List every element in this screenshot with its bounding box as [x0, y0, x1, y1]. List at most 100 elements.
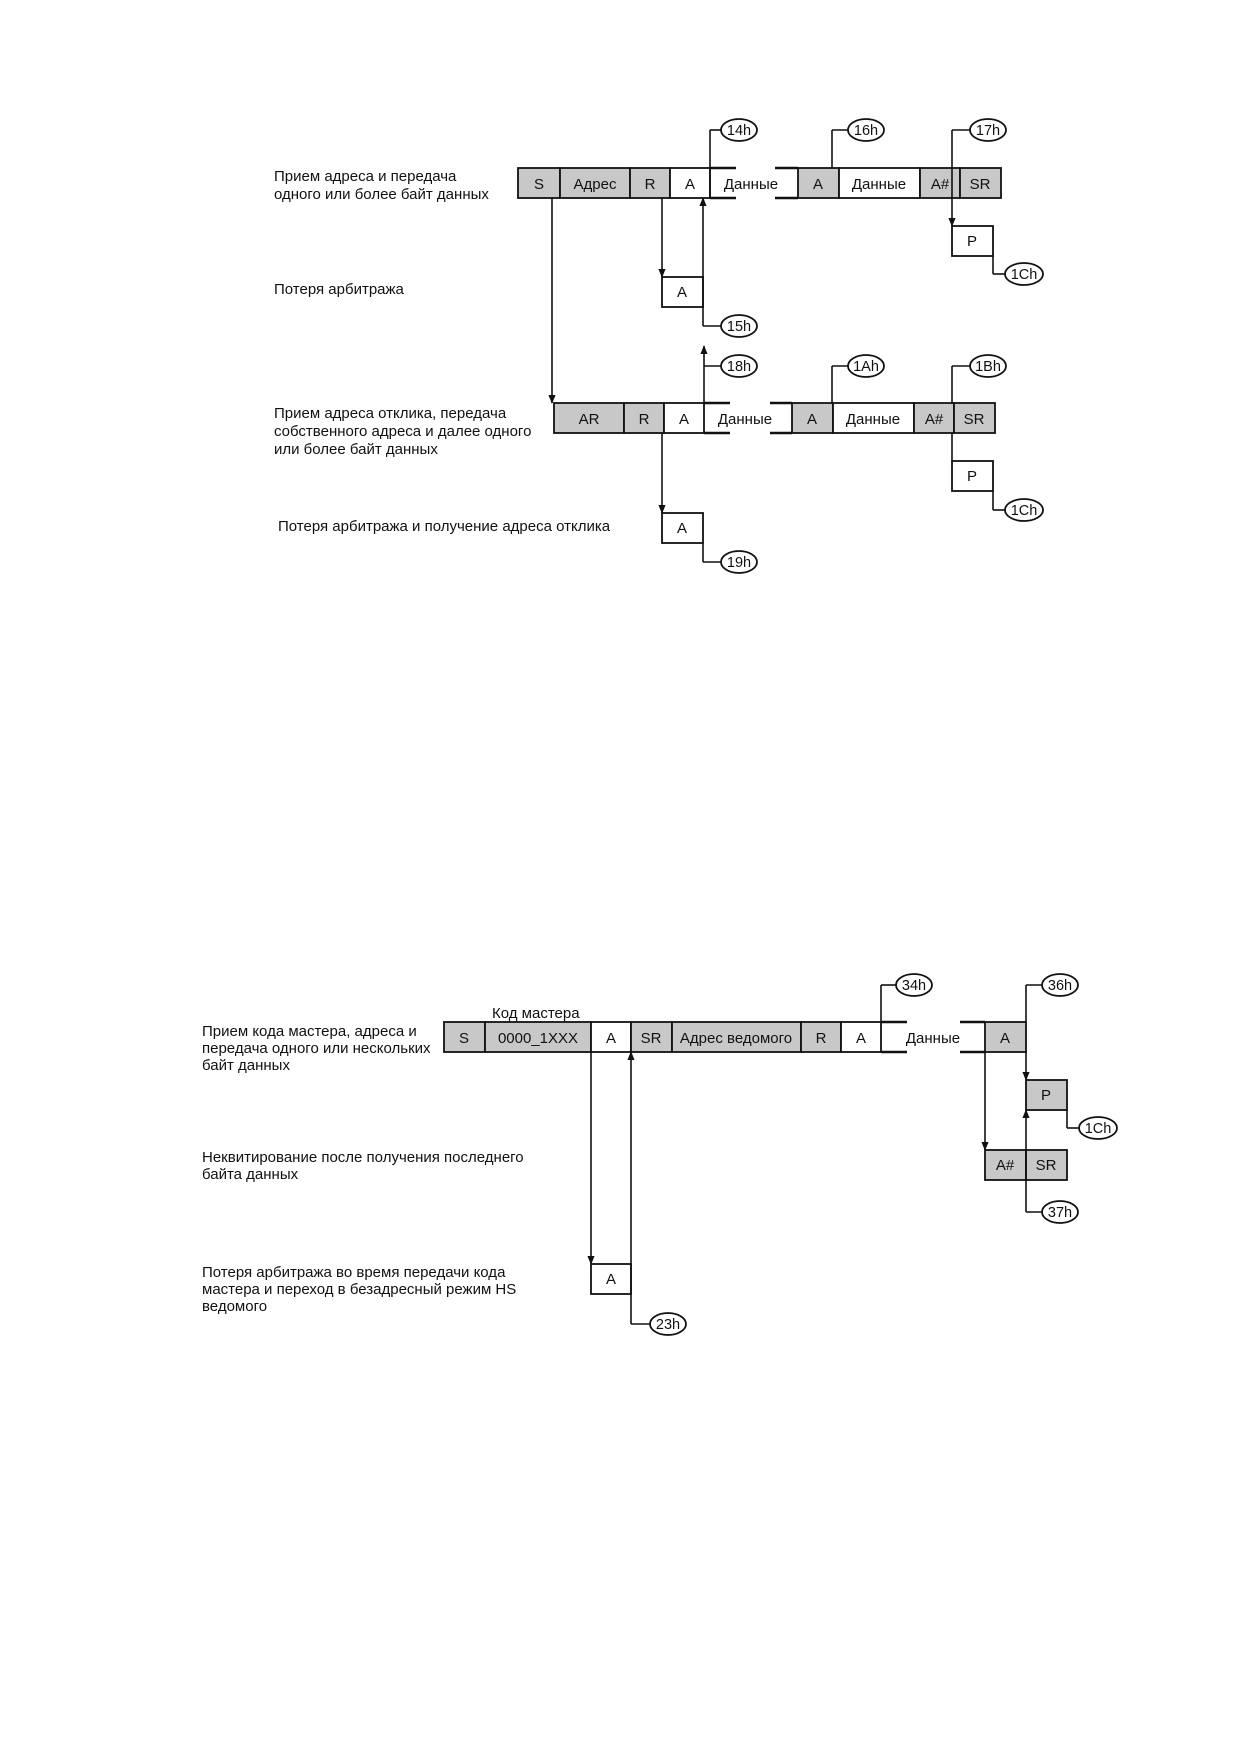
status2-code-34h: 34h [895, 973, 933, 997]
box-arb-loss-ack [661, 276, 704, 308]
status2-code-1ch: 1Ch [1078, 1116, 1118, 1140]
cell2-restart-text: SR [641, 1030, 662, 1047]
label2-arb-line-2: мастера и переход в безадресный режим HS [202, 1281, 516, 1298]
status-code-18h: 18h [720, 354, 758, 378]
status-code-1ch-a: 1Ch [1004, 262, 1044, 286]
cell-data-4 [832, 402, 915, 434]
box2-restart-text: SR [1036, 1157, 1057, 1174]
box-arb-loss-reply-ack-text: A [677, 520, 687, 537]
status2-code-37h: 37h [1041, 1200, 1079, 1224]
svg-text:36h: 36h [1048, 978, 1072, 994]
label2-arb-line-3: ведомого [202, 1298, 267, 1315]
cell2-data-text: Данные [906, 1030, 960, 1047]
box2-nack-text: A# [996, 1157, 1015, 1174]
cell-data-2 [838, 167, 921, 199]
label2-nack-line-2: байта данных [202, 1166, 299, 1183]
cell2-ack-2-text: A [856, 1030, 866, 1047]
cell-start [517, 167, 561, 199]
box-stop-2 [951, 460, 994, 492]
status-code-1ch-b: 1Ch [1004, 498, 1044, 522]
cell-address [559, 167, 631, 199]
label2-receive-line-3: байт данных [202, 1057, 290, 1074]
label2-arb-line-1: Потеря арбитража во время передачи кода [202, 1264, 506, 1281]
cell-restart-text: SR [970, 176, 991, 193]
cell-data-text: Данные [724, 176, 778, 193]
box2-stop-text: P [1041, 1087, 1051, 1104]
label-arb-loss: Потеря арбитража [274, 281, 405, 298]
svg-text:18h: 18h [727, 359, 751, 375]
box-stop-2-text: P [967, 468, 977, 485]
box-arb-loss-ack-text: A [677, 284, 687, 301]
cell2-restart [630, 1021, 673, 1053]
status-code-1bh: 1Bh [969, 354, 1007, 378]
cell-ack-3-text: A [679, 411, 689, 428]
cell2-slave-address [671, 1021, 802, 1053]
svg-text:17h: 17h [976, 123, 1000, 139]
cell-read-2-text: R [639, 411, 650, 428]
diagram-1: Прием адреса и передача одного или более… [274, 118, 1044, 574]
frame-row-2: AR R A Данные A Данные A# SR [553, 401, 996, 435]
cell-restart-2-text: SR [964, 411, 985, 428]
cell-reply-address-text: AR [579, 411, 600, 428]
status2-code-36h: 36h [1041, 973, 1079, 997]
svg-text:1Bh: 1Bh [975, 359, 1001, 375]
cell2-master-code-text: 0000_1XXX [498, 1030, 578, 1047]
cell2-master-code [484, 1021, 592, 1053]
label-receive-line-2: одного или более байт данных [274, 186, 489, 203]
box2-stop [1025, 1079, 1068, 1111]
label-reply-line-3: или более байт данных [274, 441, 438, 458]
svg-text:15h: 15h [727, 319, 751, 335]
cell-restart [959, 167, 1002, 199]
svg-text:34h: 34h [902, 978, 926, 994]
svg-text:14h: 14h [727, 123, 751, 139]
cell2-read [800, 1021, 842, 1053]
status-code-15h: 15h [720, 314, 758, 338]
cell2-ack-3-text: A [1000, 1030, 1010, 1047]
cell2-start [443, 1021, 486, 1053]
svg-text:1Ch: 1Ch [1011, 267, 1038, 283]
box2-nack [984, 1149, 1027, 1181]
status-code-17h: 17h [969, 118, 1007, 142]
cell-ack-2-text: A [813, 176, 823, 193]
cell-nack-2-text: A# [925, 411, 944, 428]
cell-ack-text: A [685, 176, 695, 193]
label2-nack-line-1: Неквитирование после получения последнег… [202, 1149, 524, 1166]
master-code-header: Код мастера [492, 1005, 580, 1022]
status-code-14h: 14h [720, 118, 758, 142]
status2-code-23h: 23h [649, 1312, 687, 1336]
cell-nack-text: A# [931, 176, 950, 193]
cell-data-3-text: Данные [718, 411, 772, 428]
status-code-1ah: 1Ah [847, 354, 885, 378]
svg-text:23h: 23h [656, 1317, 680, 1333]
cell-ack-4-text: A [807, 411, 817, 428]
cell-data-4-text: Данные [846, 411, 900, 428]
cell-read [629, 167, 671, 199]
box-arb-loss-reply-ack [661, 512, 704, 544]
status-code-19h: 19h [720, 550, 758, 574]
diagram-2: Прием кода мастера, адреса и передача од… [202, 973, 1118, 1336]
label-receive-line-1: Прием адреса и передача [274, 168, 457, 185]
label-reply-line-1: Прием адреса отклика, передача [274, 405, 507, 422]
cell2-read-text: R [816, 1030, 827, 1047]
frame-row-1: S Адрес R A Данные A Данные A# SR [517, 166, 1002, 200]
cell2-ack-2 [840, 1021, 882, 1053]
cell-ack-3 [663, 402, 705, 434]
cell-start-text: S [534, 176, 544, 193]
status-code-16h: 16h [847, 118, 885, 142]
frame2-row-1: S 0000_1XXX A SR Адрес ведомого R A Данн… [443, 1020, 1027, 1054]
cell-read-text: R [645, 176, 656, 193]
box2-arb-ack [590, 1263, 632, 1295]
svg-text:37h: 37h [1048, 1205, 1072, 1221]
label-reply-line-2: собственного адреса и далее одного [274, 423, 531, 440]
cell2-slave-address-text: Адрес ведомого [680, 1030, 792, 1047]
svg-text:19h: 19h [727, 555, 751, 571]
cell-address-text: Адрес [574, 176, 617, 193]
label2-receive-line-2: передача одного или нескольких [202, 1040, 431, 1057]
box-stop-1-text: P [967, 233, 977, 250]
label-arb-loss-reply: Потеря арбитража и получение адреса откл… [278, 518, 611, 535]
svg-text:1Ch: 1Ch [1011, 503, 1038, 519]
svg-text:16h: 16h [854, 123, 878, 139]
cell2-ack-3 [984, 1021, 1027, 1053]
label2-receive-line-1: Прием кода мастера, адреса и [202, 1023, 417, 1040]
